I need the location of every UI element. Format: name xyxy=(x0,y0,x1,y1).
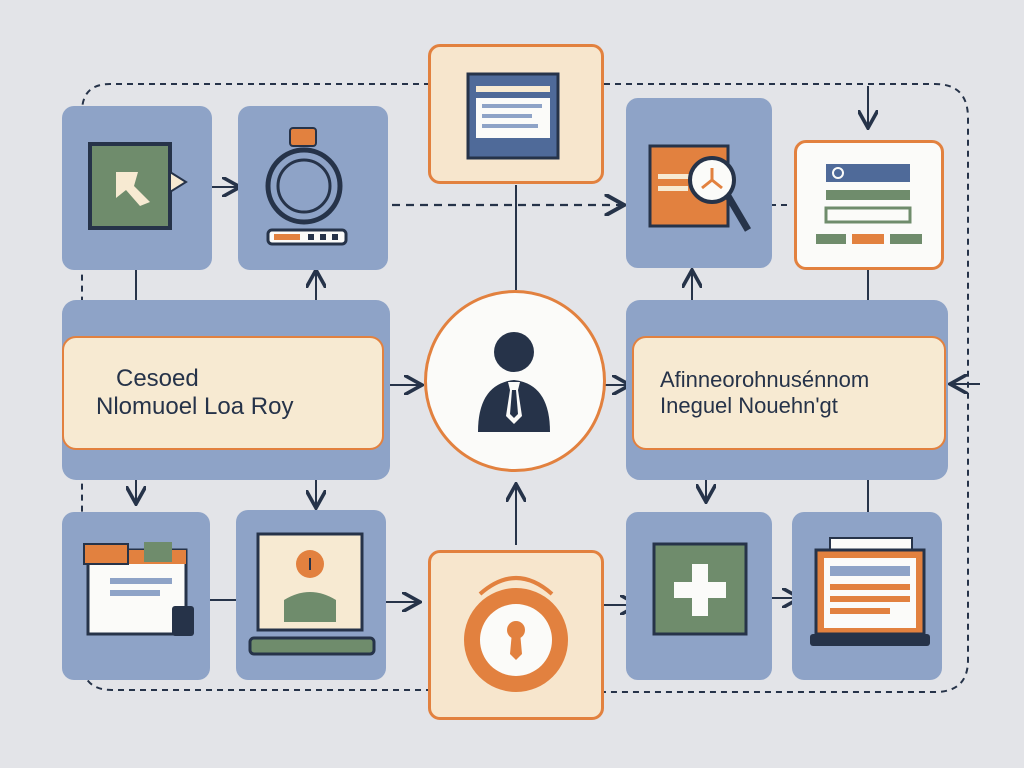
add-plus-icon xyxy=(652,542,748,636)
web-form-icon xyxy=(816,164,922,244)
manager-avatar-icon xyxy=(478,332,550,432)
right-label-line1: Afinneorohnusénnom xyxy=(660,367,870,392)
search-analytics-icon xyxy=(648,144,752,232)
gauge-device-icon xyxy=(265,127,348,246)
web-form-tile[interactable] xyxy=(794,140,944,270)
cursor-window-icon xyxy=(88,142,188,230)
right-label-line2: Ineguel Nouehn'gt xyxy=(660,393,838,418)
laptop-report-icon xyxy=(810,537,930,646)
browser-edit-icon xyxy=(83,542,194,636)
left-label-line1: Cesoed xyxy=(116,365,199,392)
alert-button-icon xyxy=(464,576,568,692)
user-profile-icon xyxy=(248,532,376,656)
right-label-box: Afinneorohnusénnom Ineguel Nouehn'gt xyxy=(632,336,946,450)
left-label-box: Cesoed Nlomuoel Loa Roy xyxy=(62,336,384,450)
left-label-line2: Nlomuoel Loa Roy xyxy=(96,393,294,420)
outer-dashed-loop-right xyxy=(604,83,969,693)
document-window-icon xyxy=(466,72,560,160)
